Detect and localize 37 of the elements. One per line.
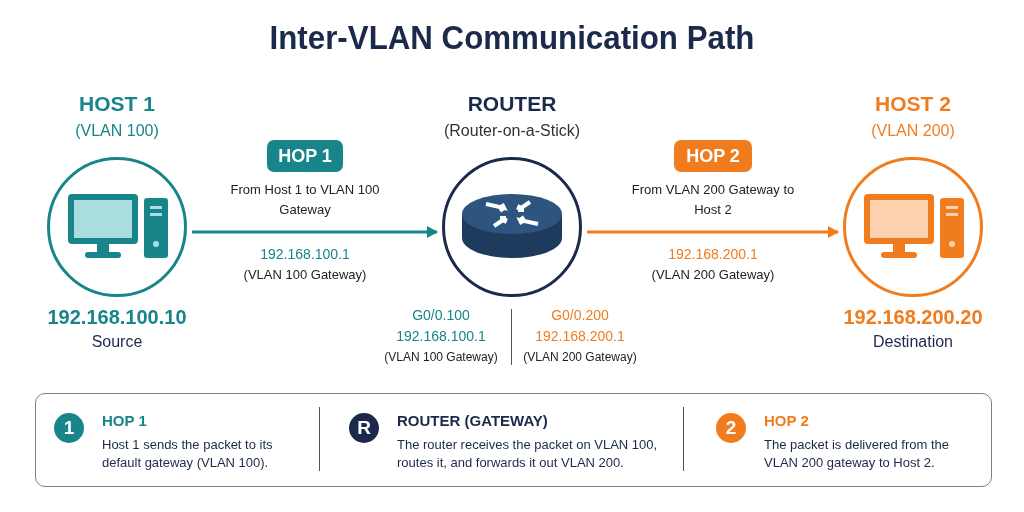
step-number: R xyxy=(349,413,379,443)
interface-label: 192.168.200.1 xyxy=(534,328,626,344)
node-heading: ROUTER xyxy=(466,92,558,116)
ip-address: 192.168.200.20 xyxy=(842,306,984,329)
interface-label: G0/0.200 xyxy=(550,307,610,323)
step-heading: ROUTER (GATEWAY) xyxy=(397,412,549,430)
node-subtitle: (VLAN 200) xyxy=(870,122,956,140)
summary-panel xyxy=(35,393,992,487)
role-label: Source xyxy=(90,333,144,351)
interface-label: 192.168.100.1 xyxy=(259,246,351,262)
arrow xyxy=(192,226,438,238)
arrow xyxy=(587,226,839,238)
step-description: Host 1 sends the packet to its default gateway (VLAN 100). xyxy=(102,436,274,472)
role-label: Destination xyxy=(871,333,954,351)
interface-label: (VLAN 100 Gateway) xyxy=(383,350,499,364)
node-heading: HOST 2 xyxy=(874,92,952,116)
step-description: The packet is delivered from the VLAN 200 gateway to Host 2. xyxy=(764,436,950,472)
node-subtitle: (Router-on-a-Stick) xyxy=(443,122,581,140)
step-number: 1 xyxy=(54,413,84,443)
interface-label: 192.168.100.1 xyxy=(395,328,487,344)
interface-label: (VLAN 200 Gateway) xyxy=(650,267,776,282)
step-description: The router receives the packet on VLAN 100, routes it, and forwards it out VLAN 200. xyxy=(397,436,659,472)
node-subtitle: (VLAN 100) xyxy=(74,122,160,140)
interface-label: (VLAN 100 Gateway) xyxy=(242,267,368,282)
edge-label: From Host 1 to VLAN 100 Gateway xyxy=(229,181,381,219)
interface-label: G0/0.100 xyxy=(411,307,471,323)
interface-label: 192.168.200.1 xyxy=(667,246,759,262)
hop-badge: HOP 1 xyxy=(267,140,343,172)
interface-label: (VLAN 200 Gateway) xyxy=(522,350,638,364)
edge-label: From VLAN 200 Gateway to Host 2 xyxy=(630,181,796,219)
ip-address: 192.168.100.10 xyxy=(46,306,188,329)
title: Inter-VLAN Communication Path xyxy=(268,18,756,57)
step-number: 2 xyxy=(716,413,746,443)
node-heading: HOST 1 xyxy=(78,92,156,116)
hop-badge: HOP 2 xyxy=(674,140,752,172)
step-heading: HOP 2 xyxy=(764,412,810,430)
step-heading: HOP 1 xyxy=(102,412,148,430)
